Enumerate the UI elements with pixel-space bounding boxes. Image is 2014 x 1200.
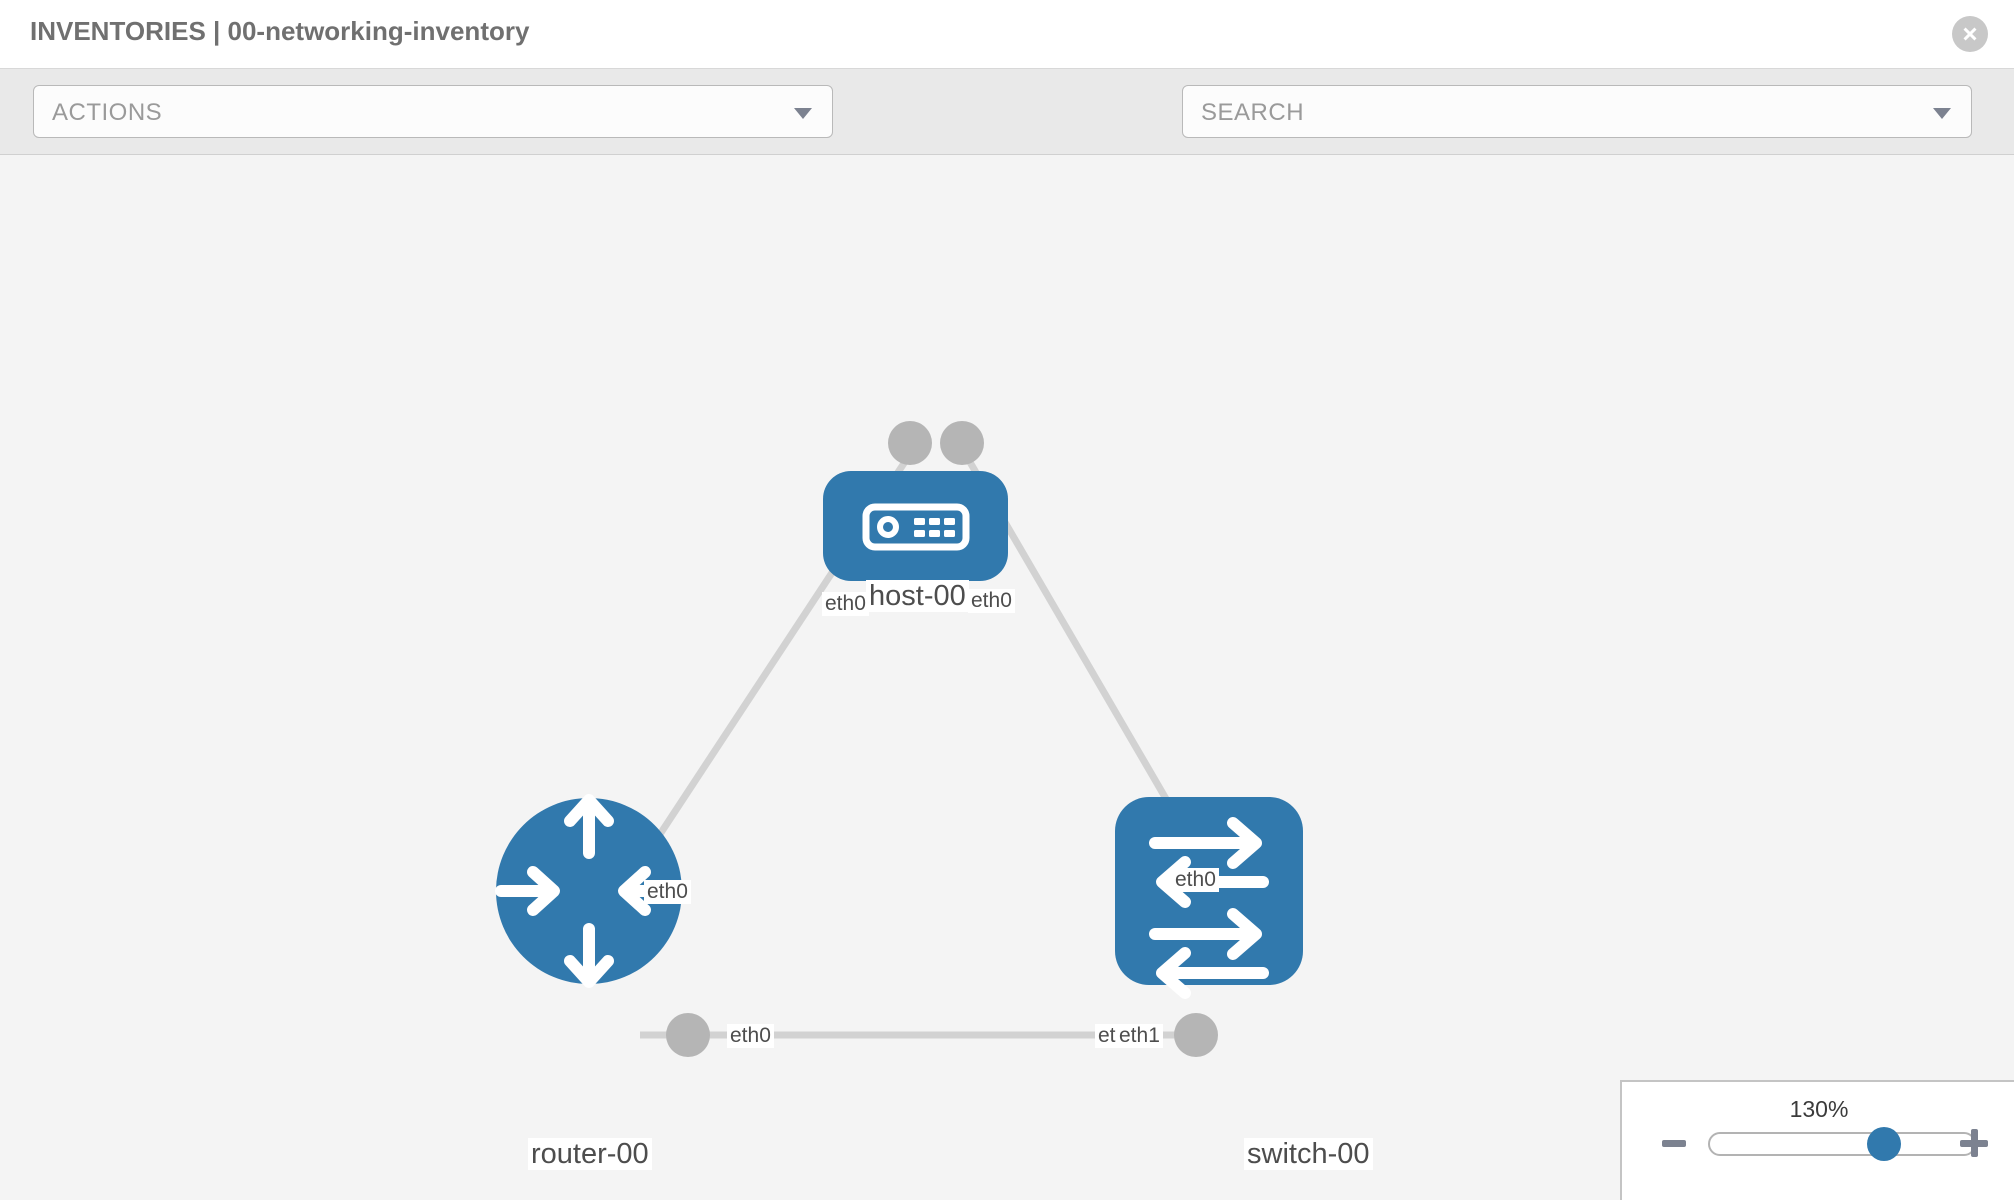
node-label-host-00: host-00	[866, 580, 969, 613]
node-label-switch-00: switch-00	[1244, 1138, 1373, 1171]
zoom-slider-thumb[interactable]	[1867, 1127, 1902, 1161]
node-host-00	[823, 471, 1008, 581]
iface-label-switch00-host00: eth0	[1172, 868, 1219, 893]
node-router-00	[495, 794, 683, 988]
iface-label-host00-router00: eth0	[822, 592, 869, 617]
nub-host00-right	[940, 421, 984, 465]
nub-host00-left	[888, 421, 932, 465]
zoom-slider-track[interactable]	[1708, 1127, 1976, 1161]
iface-label-router00-host00: eth0	[644, 880, 691, 905]
nub-router00-right	[666, 1013, 710, 1057]
chevron-down-icon[interactable]	[1933, 108, 1951, 119]
actions-dropdown[interactable]: ACTIONS	[33, 85, 833, 138]
node-switch-00	[1115, 797, 1303, 999]
iface-label-router00-switch00: eth0	[727, 1024, 774, 1049]
nub-switch00-left	[1174, 1013, 1218, 1057]
page-title: INVENTORIES | 00-networking-inventory	[30, 16, 530, 46]
search-placeholder: SEARCH	[1201, 99, 1305, 126]
topology-graph	[495, 421, 1303, 1057]
search-input[interactable]: SEARCH	[1182, 85, 1972, 138]
iface-label-switch00-router00: eth1	[1116, 1024, 1163, 1049]
zoom-in-button[interactable]	[1960, 1129, 1988, 1157]
iface-label-host00-switch00: eth0	[968, 589, 1015, 614]
zoom-level-value: 130%	[1789, 1096, 1849, 1122]
zoom-control-panel: 130%	[1620, 1080, 2014, 1200]
close-icon[interactable]	[1952, 16, 1988, 52]
actions-dropdown-label: ACTIONS	[52, 99, 163, 126]
chevron-down-icon	[794, 108, 812, 119]
topology-canvas[interactable]: eth0 host-00 eth0 eth0 eth0 eth0 eth0 et…	[0, 155, 2014, 1200]
node-label-router-00: router-00	[528, 1138, 652, 1171]
zoom-out-button[interactable]	[1662, 1140, 1686, 1147]
page-header: INVENTORIES | 00-networking-inventory	[0, 0, 2014, 69]
toolbar: ACTIONS SEARCH	[0, 69, 2014, 196]
